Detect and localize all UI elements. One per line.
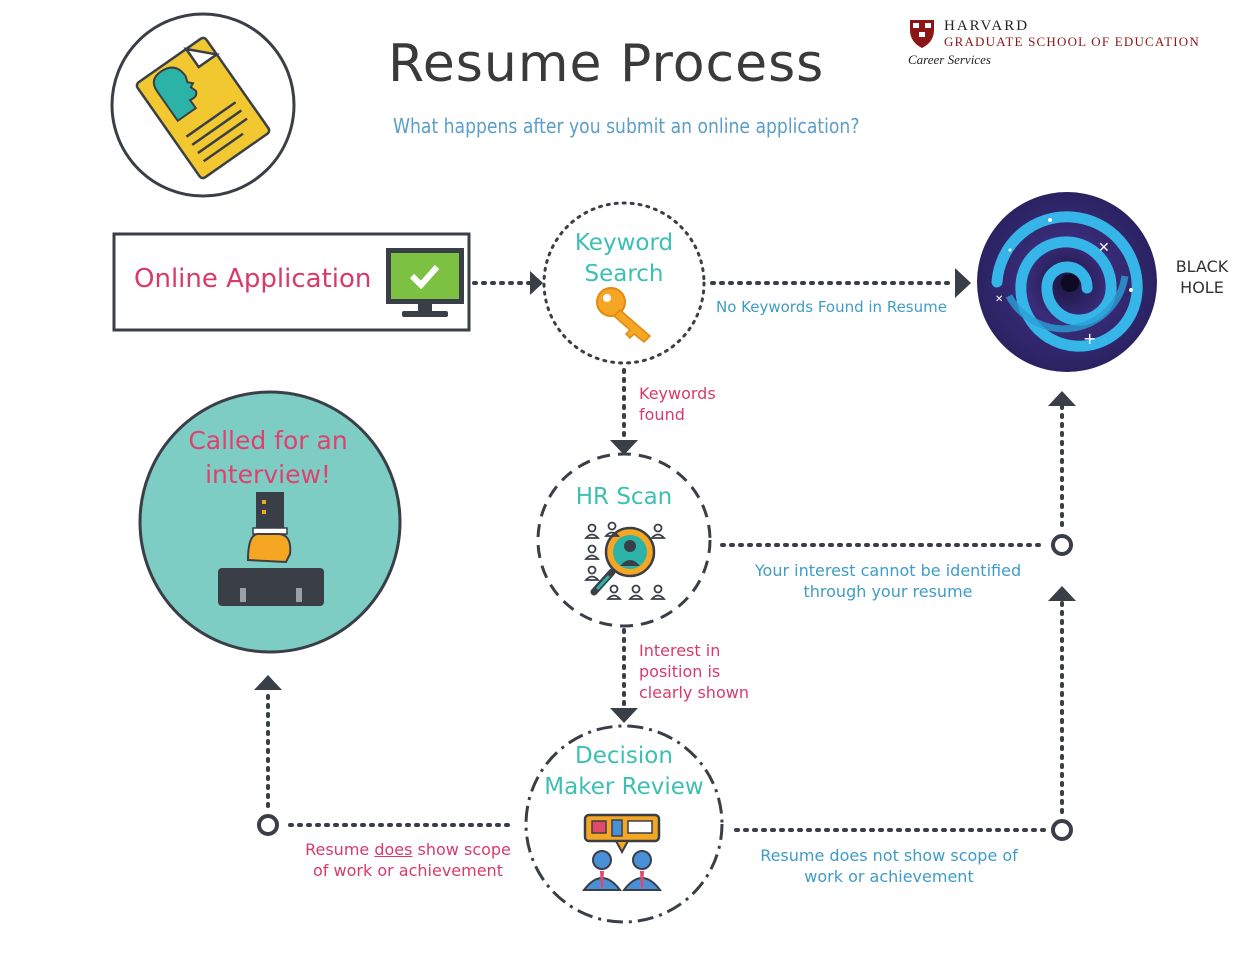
does-show-word: does [374, 840, 413, 859]
black-hole-label: BLACK HOLE [1166, 256, 1238, 298]
people-search-icon [584, 521, 666, 600]
keyword-search-line2: Search [584, 261, 664, 287]
hr-scan-label: HR Scan [575, 484, 673, 510]
interest-shown-label: Interest in position is clearly shown [639, 640, 749, 703]
black-hole-icon: ✕ ✕ + [977, 192, 1157, 372]
keywords-found-line1: Keywords [639, 384, 716, 403]
interest-line3: clearly shown [639, 683, 749, 702]
harvard-line2: GRADUATE SCHOOL OF EDUCATION [944, 34, 1200, 49]
interview-line2: interview! [205, 460, 331, 489]
keyword-search-node [542, 201, 706, 365]
online-application-label: Online Application [134, 264, 372, 294]
decision-makers-icon [581, 813, 663, 891]
svg-text:+: + [1083, 329, 1096, 348]
decision-line1: Decision [575, 743, 673, 769]
decision-line2: Maker Review [544, 774, 704, 800]
career-services-label: Career Services [908, 52, 991, 67]
black-hole-line1: BLACK [1175, 257, 1229, 276]
not-show-label: Resume does not show scope of work or ac… [744, 845, 1034, 887]
not-identified-line1: Your interest cannot be identified [754, 561, 1022, 580]
interview-line1: Called for an [188, 426, 348, 455]
page-title: Resume Process [388, 34, 825, 94]
not-identified-line2: through your resume [803, 582, 973, 601]
key-icon [596, 287, 652, 344]
not-show-line1: Resume does not show scope of [760, 846, 1018, 865]
does-show-post: show scope [412, 840, 511, 859]
interest-line1: Interest in [639, 641, 721, 660]
decision-maker-label: Decision Maker Review [534, 741, 714, 803]
harvard-shield-icon [910, 20, 934, 48]
resume-document-icon [110, 12, 296, 198]
keywords-found-label: Keywords found [639, 383, 716, 425]
page-subtitle: What happens after you submit an online … [393, 114, 860, 138]
keywords-found-line2: found [639, 405, 685, 424]
interest-line2: position is [639, 662, 721, 681]
monitor-check-icon [386, 248, 464, 317]
svg-text:✕: ✕ [1098, 240, 1110, 256]
no-keywords-label: No Keywords Found in Resume [716, 298, 947, 316]
does-show-pre: Resume [305, 840, 375, 859]
does-show-line2: of work or achievement [313, 861, 503, 880]
keyword-search-label: Keyword Search [554, 228, 694, 290]
harvard-line1: HARVARD [944, 18, 1030, 34]
does-show-line1: Resume does show scope [290, 839, 526, 860]
interview-label: Called for an interview! [168, 424, 368, 492]
svg-text:✕: ✕ [995, 294, 1003, 305]
black-hole-line2: HOLE [1180, 278, 1224, 297]
harvard-logo-text: HARVARD GRADUATE SCHOOL OF EDUCATION [944, 18, 1200, 50]
briefcase-hand-icon [218, 492, 324, 606]
not-identified-label: Your interest cannot be identified throu… [738, 560, 1038, 602]
keyword-search-line1: Keyword [574, 230, 674, 256]
not-show-line2: work or achievement [804, 867, 974, 886]
does-show-label: Resume does show scope of work or achiev… [290, 839, 526, 881]
